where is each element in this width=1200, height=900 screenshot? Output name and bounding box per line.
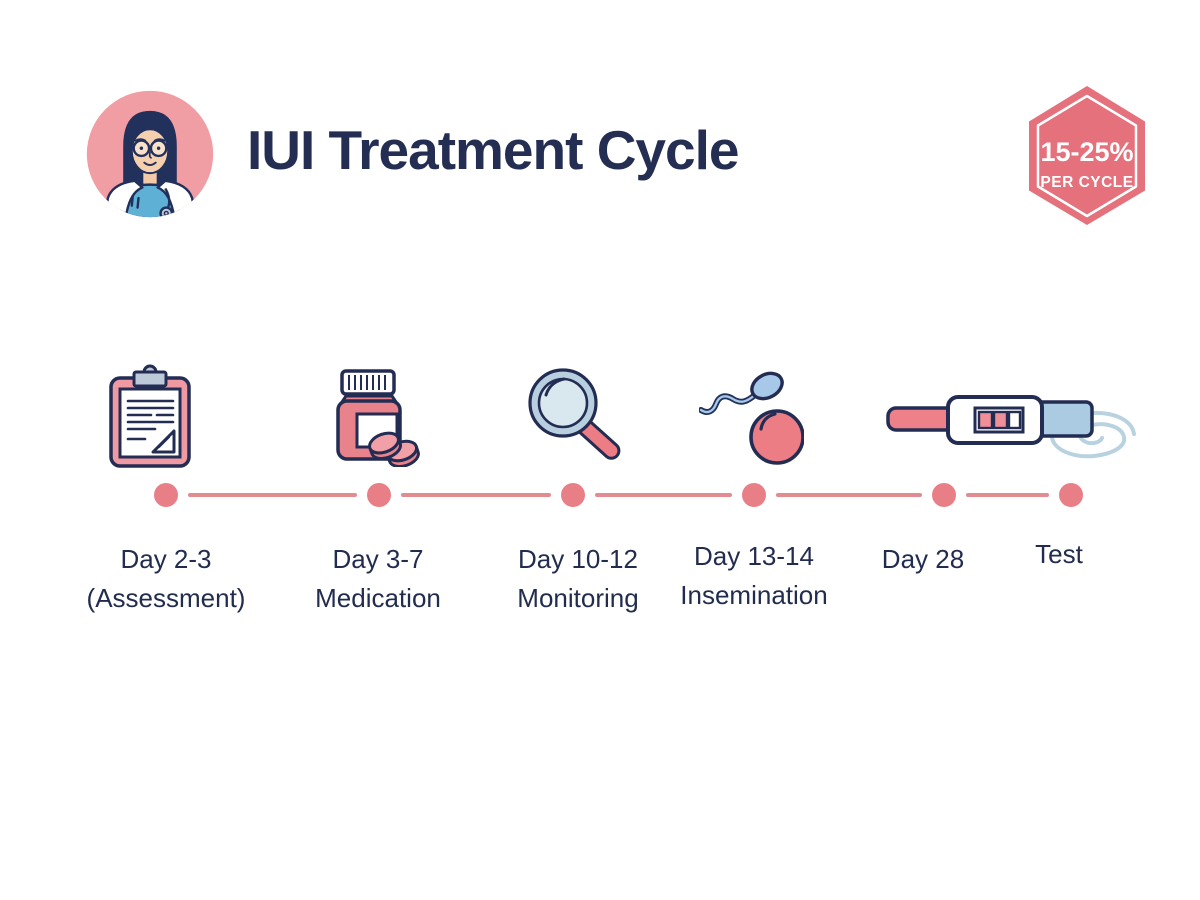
milestone-label-assessment: Day 2-3 (Assessment) [46, 540, 286, 618]
egg-icon [749, 409, 804, 465]
magnifying-glass-icon [528, 368, 621, 460]
milestone-day: Day 10-12 [518, 544, 638, 574]
timeline-segment [595, 493, 732, 497]
milestone-day: Day 28 [881, 544, 965, 574]
milestone-label-day28: Day 28 [803, 540, 1043, 579]
milestone-day: Day 2-3 [120, 544, 212, 574]
sperm-head [750, 371, 784, 401]
timeline-segment [401, 493, 551, 497]
badge-caption-text: PER CYCLE [1040, 174, 1133, 191]
doctor-avatar [86, 90, 214, 218]
timeline-segment [776, 493, 922, 497]
pill-icon [368, 431, 402, 461]
hexagon-icon [1029, 86, 1145, 225]
milestone-label-insemination: Day 13-14 Insemination [634, 537, 874, 615]
timeline-segment [188, 493, 357, 497]
milestone-sublabel: Insemination [680, 580, 828, 610]
timeline-segment [966, 493, 1049, 497]
timeline-dot [742, 483, 766, 507]
milestone-label-monitoring: Day 10-12 Monitoring [458, 540, 698, 618]
milestone-day: Day 3-7 [332, 544, 424, 574]
timeline-dot [367, 483, 391, 507]
milestone-day: Day 13-14 [694, 541, 814, 571]
timeline-dot [932, 483, 956, 507]
milestone-sublabel: Monitoring [517, 583, 639, 613]
milestone-label-test: Test [939, 535, 1179, 574]
badge-rate-text: 15-25% [1040, 137, 1133, 167]
timeline-dot [1059, 483, 1083, 507]
success-rate-badge: 15-25% PER CYCLE [1029, 86, 1145, 225]
pregnancy-test-icon [886, 395, 1136, 459]
timeline-dot [154, 483, 178, 507]
clipboard-icon [109, 364, 191, 468]
milestone-label-medication: Day 3-7 Medication [258, 540, 498, 618]
timeline-dot [561, 483, 585, 507]
pill-bottle-icon [336, 369, 420, 467]
sperm-egg-icon [699, 371, 804, 465]
milestone-sublabel: (Assessment) [86, 583, 246, 613]
milestone-sublabel: Medication [315, 583, 441, 613]
page-title: IUI Treatment Cycle [247, 119, 739, 181]
milestone-day: Test [1035, 539, 1083, 569]
